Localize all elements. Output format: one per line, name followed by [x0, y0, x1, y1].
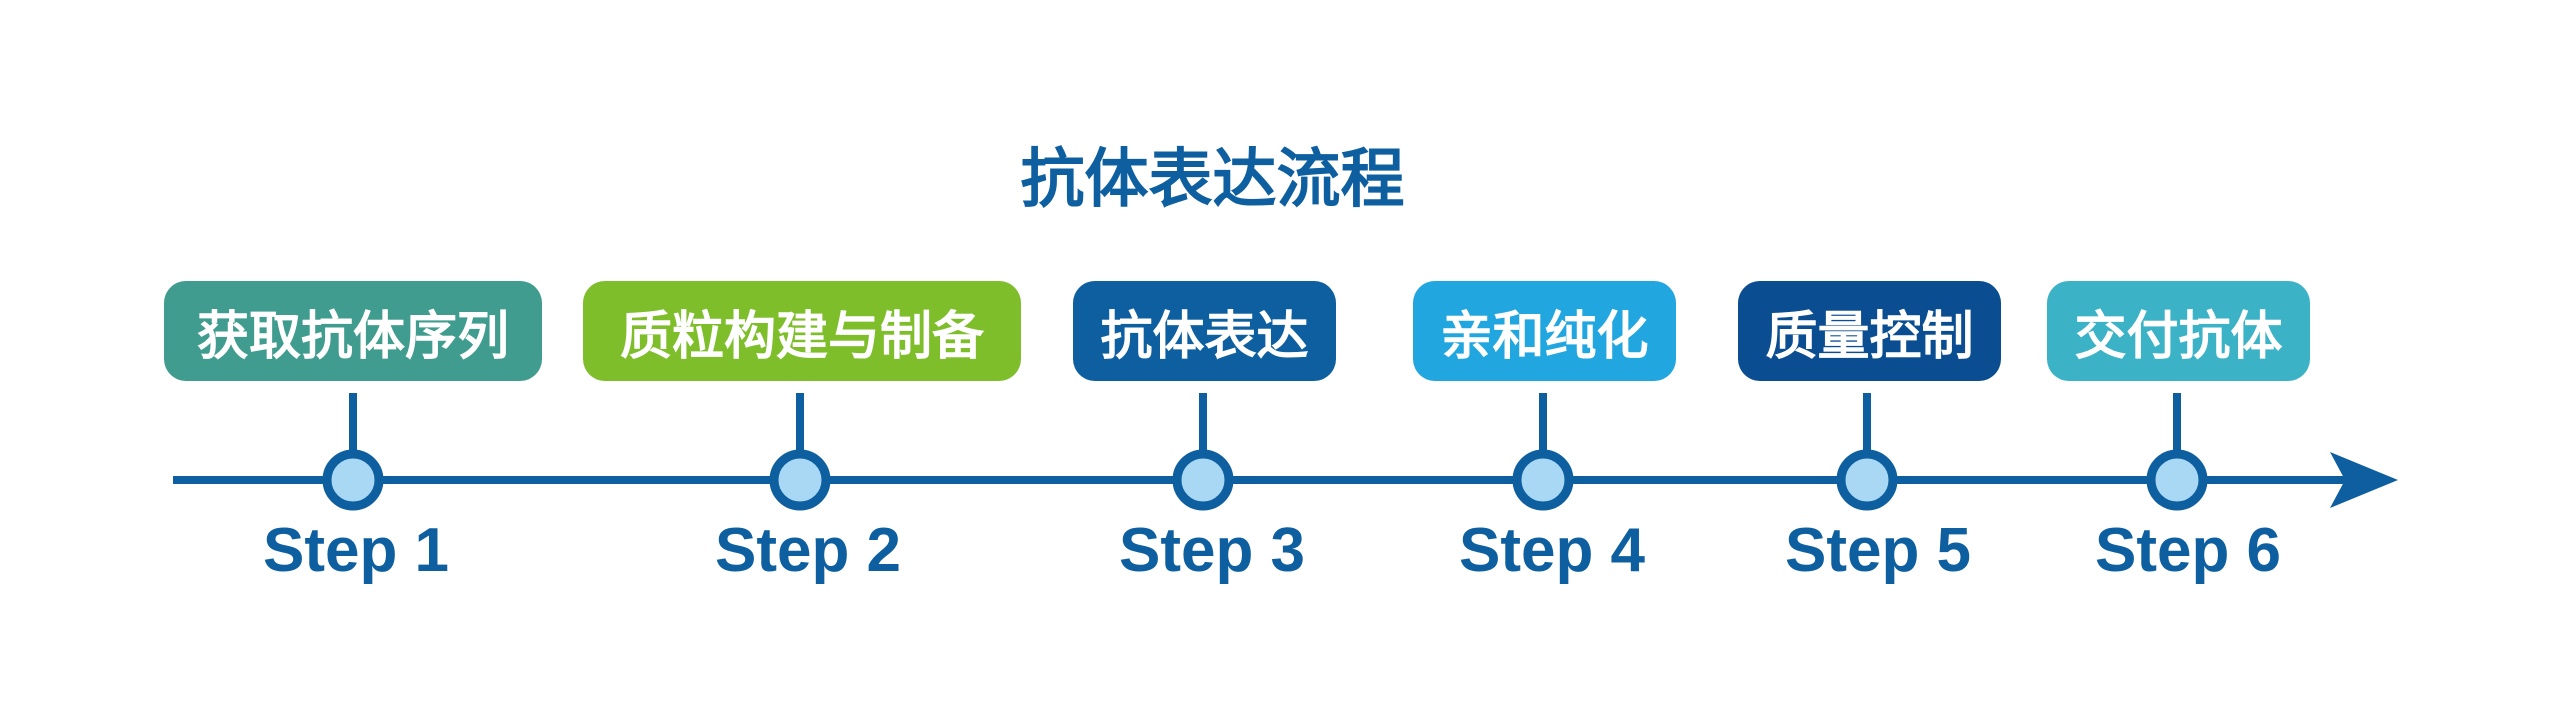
step-6-node [2146, 449, 2208, 511]
step-5-box: 质量控制 [1738, 281, 2001, 381]
step-2-box: 质粒构建与制备 [583, 281, 1021, 381]
step-2-node [769, 449, 831, 511]
step-4-node [1512, 449, 1574, 511]
timeline-arrowhead [2330, 452, 2398, 508]
step-3-node [1172, 449, 1234, 511]
step-1-box-text: 获取抗体序列 [196, 306, 509, 367]
step-1-label: Step 1 [262, 516, 450, 585]
step-4-box-text: 亲和纯化 [1440, 306, 1649, 367]
step-6-label: Step 6 [2094, 516, 2282, 585]
step-1-box: 获取抗体序列 [164, 281, 542, 381]
step-3-box-text: 抗体表达 [1100, 306, 1309, 367]
step-6-box-text: 交付抗体 [2074, 306, 2283, 367]
diagram-title: 抗体表达流程 [1020, 143, 1405, 217]
step-5-box-text: 质量控制 [1765, 306, 1974, 367]
step-5-node [1836, 449, 1898, 511]
step-6-box: 交付抗体 [2047, 281, 2310, 381]
step-4-label: Step 4 [1458, 516, 1646, 585]
step-5-label: Step 5 [1784, 516, 1972, 585]
step-3-label: Step 3 [1118, 516, 1306, 585]
step-1-node [322, 449, 384, 511]
step-4-box: 亲和纯化 [1413, 281, 1676, 381]
step-3-box: 抗体表达 [1073, 281, 1336, 381]
step-2-box-text: 质粒构建与制备 [619, 306, 984, 367]
step-2-label: Step 2 [714, 516, 902, 585]
